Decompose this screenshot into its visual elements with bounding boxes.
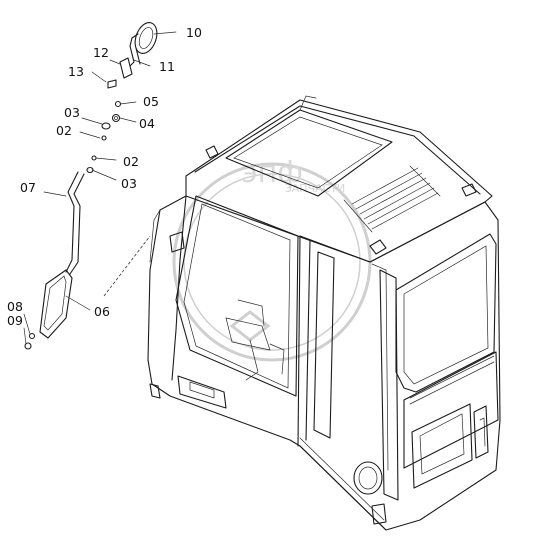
callout-06: 06 [94, 304, 110, 319]
mirror-upper [86, 22, 158, 174]
leader-lines [23, 31, 177, 345]
mirror-10 [134, 22, 158, 54]
callout-13: 13 [68, 64, 84, 79]
callout-02-lower: 02 [123, 154, 139, 169]
watermark: эпф ЗАПЧАСТИ [172, 155, 372, 362]
watermark-letters: эпф [241, 155, 303, 190]
watermark-subtitle: ЗАПЧАСТИ [285, 182, 346, 195]
door-handle-plate [177, 375, 227, 409]
callout-10: 10 [186, 25, 202, 40]
callout-12: 12 [93, 45, 109, 60]
roof-hatch [225, 109, 393, 197]
callout-08: 08 [7, 299, 23, 314]
callout-04: 04 [139, 116, 155, 131]
callout-09: 09 [7, 313, 23, 328]
mirror-lower [24, 171, 85, 350]
stay-07 [65, 171, 79, 273]
callout-labels: 10 12 11 13 05 03 04 02 02 03 07 08 09 0… [7, 25, 202, 328]
callout-11: 11 [159, 59, 175, 74]
callout-03-upper: 03 [64, 105, 80, 120]
roof-vents [343, 165, 441, 233]
cab-body [103, 95, 501, 531]
rear-lower-window [411, 403, 473, 489]
callout-05: 05 [143, 94, 159, 109]
callout-07: 07 [20, 180, 36, 195]
callout-02-upper: 02 [56, 123, 72, 138]
round-cover [353, 461, 383, 495]
callout-03-lower: 03 [121, 176, 137, 191]
front-window [175, 195, 299, 397]
clamp-12 [119, 57, 133, 79]
mirror-06 [39, 269, 73, 339]
